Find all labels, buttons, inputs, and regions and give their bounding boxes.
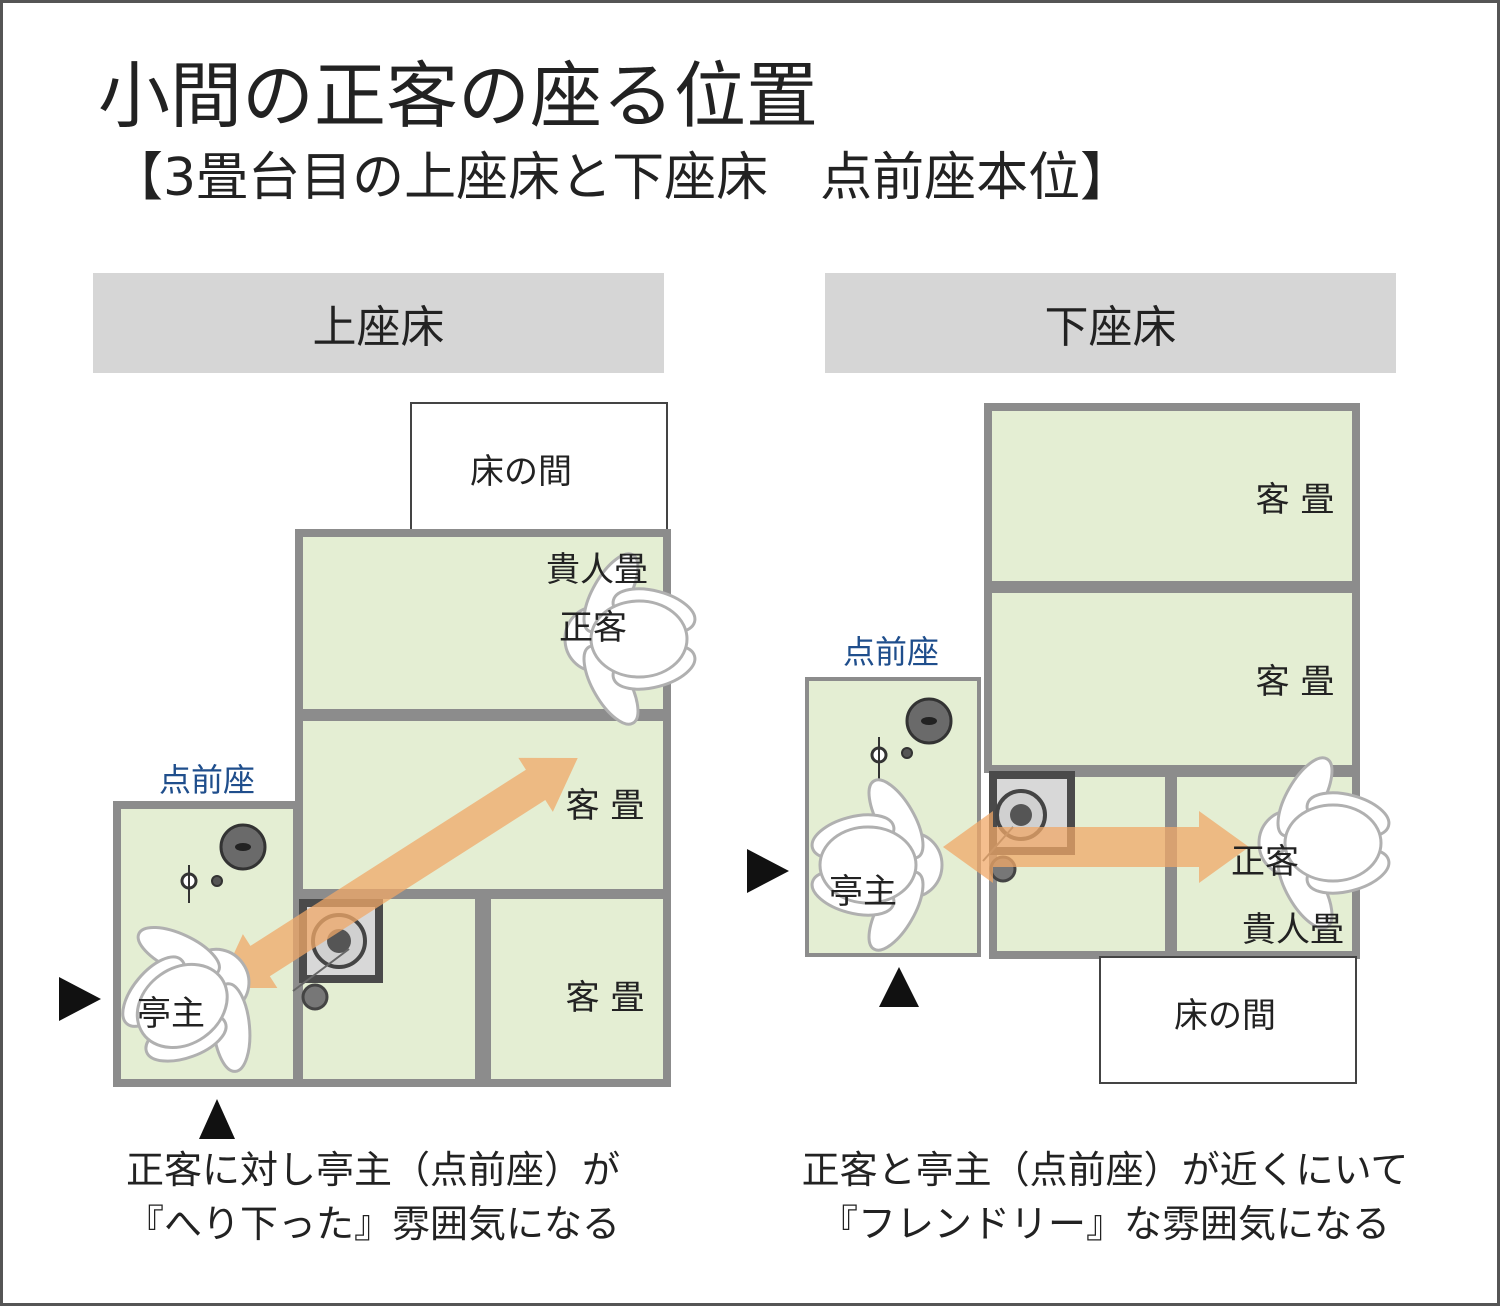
right-relation-arrow [943,811,1249,883]
right-floor-plan: 客 畳 客 畳 点前座 亭主 正客 貴人畳 床の間 [747,403,1396,1084]
left-panel-header: 上座床 [93,273,664,373]
left-chawan-icon [211,875,223,887]
left-tokonoma [410,402,668,531]
left-teishu-label: 亭主 [137,994,205,1034]
right-panel-header: 下座床 [825,273,1396,373]
right-kyaku-mat-1 [984,403,1360,589]
left-kyaku-mat-2 [483,891,671,1087]
right-caption-line-2: 『フレンドリー』な雰囲気になる [819,1202,1390,1246]
left-kyaku-label-1: 客 畳 [566,786,645,826]
left-tokonoma-label: 床の間 [470,452,572,492]
floor-plans: 床の間 貴人畳 正客 客 畳 客 畳 点前座 亭主 [59,402,1396,1139]
right-caption-line-1: 正客と亭主（点前座）が近くにいて [801,1148,1409,1192]
left-sadoguchi-marker-icon [199,1099,235,1139]
right-kyaku-mat-2 [984,585,1360,773]
left-entrance-marker-icon [59,977,101,1021]
left-caption-line-1: 正客に対し亭主（点前座）が [125,1148,620,1192]
right-shokyaku-label: 正客 [1231,842,1299,882]
right-caption: 正客と亭主（点前座）が近くにいて 『フレンドリー』な雰囲気になる [745,1143,1465,1251]
right-kyaku-label-1: 客 畳 [1256,480,1335,520]
left-relation-arrow [218,757,578,989]
left-kinin-label: 貴人畳 [546,550,648,590]
page-title: 小間の正客の座る位置 [98,54,819,138]
right-teishu-label: 亭主 [829,872,897,912]
right-kinin-label: 貴人畳 [1242,910,1344,950]
right-sadoguchi-marker-icon [879,967,919,1007]
right-tokonoma-label: 床の間 [1174,996,1276,1036]
right-chawan-icon [901,747,913,759]
right-tokonoma [1099,956,1357,1084]
page-subtitle: 【3畳台目の上座床と下座床 点前座本位】 [111,148,1133,208]
left-shokyaku-label: 正客 [559,608,627,648]
right-entrance-marker-icon [747,849,789,893]
left-caption: 正客に対し亭主（点前座）が 『へり下った』雰囲気になる [63,1143,683,1251]
left-kettle-lid-icon [301,983,329,1011]
left-kyaku-label-2: 客 畳 [566,978,645,1018]
left-floor-plan: 床の間 貴人畳 正客 客 畳 客 畳 点前座 亭主 [59,402,702,1139]
left-temaeza-label: 点前座 [159,761,255,799]
left-caption-line-2: 『へり下った』雰囲気になる [125,1202,620,1246]
right-kyaku-label-2: 客 畳 [1256,662,1335,702]
right-temaeza-label: 点前座 [843,633,939,671]
